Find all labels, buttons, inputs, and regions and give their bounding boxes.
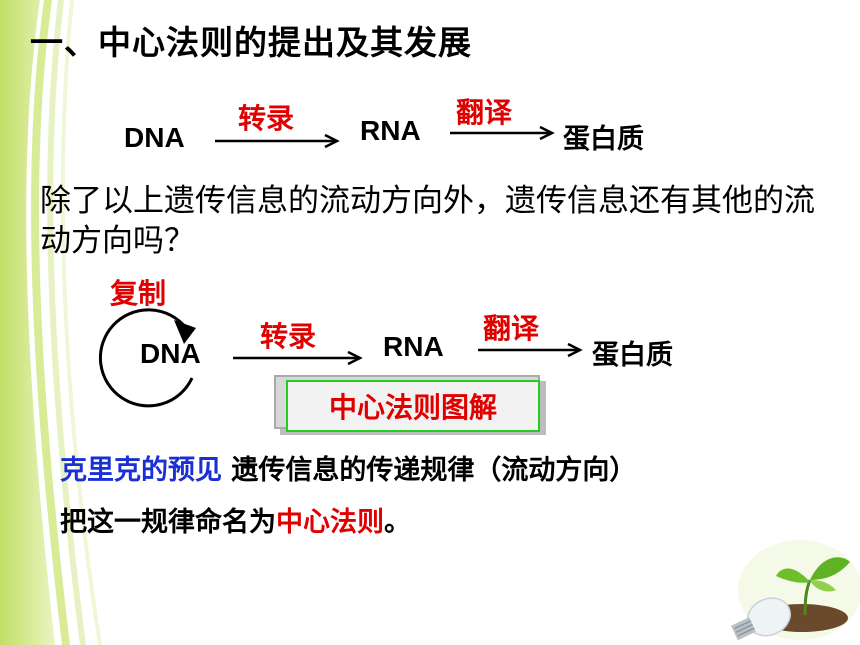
arrow-icon: [450, 125, 555, 141]
crick-prediction-text: 克里克的预见: [60, 455, 222, 486]
protein-node-1: 蛋白质: [563, 124, 644, 155]
translation-label-2: 翻译: [483, 312, 540, 345]
page-title: 一、中心法则的提出及其发展: [30, 23, 472, 62]
rna-node-1: RNA: [360, 115, 421, 146]
central-dogma-diagram-button[interactable]: 中心法则图解: [286, 380, 540, 432]
transcription-label-1: 转录: [238, 102, 295, 135]
rna-node-2: RNA: [383, 331, 444, 362]
arrow-icon: [215, 133, 340, 149]
prediction-line: 克里克的预见 遗传信息的传递规律（流动方向）: [60, 448, 636, 487]
naming-prefix-text: 把这一规律命名为: [60, 507, 276, 538]
transcription-label-2: 转录: [260, 320, 317, 353]
dna-node-2: DNA: [140, 338, 201, 369]
translation-label-1: 翻译: [456, 96, 513, 129]
lightbulb-sprout-icon: [731, 540, 860, 641]
protein-node-2: 蛋白质: [592, 340, 673, 371]
dna-node-1: DNA: [124, 122, 185, 153]
arrow-icon: [478, 342, 583, 358]
naming-line: 把这一规律命名为中心法则。: [60, 500, 411, 539]
left-green-decoration: [0, 0, 102, 645]
naming-suffix-text: 。: [384, 507, 411, 538]
rule-text: 遗传信息的传递规律（流动方向）: [222, 455, 637, 486]
question-text: 除了以上遗传信息的流动方向外，遗传信息还有其他的流动方向吗？: [40, 183, 815, 259]
arrow-icon: [233, 350, 363, 366]
replication-loop-arrow-icon: [98, 308, 196, 408]
central-dogma-text: 中心法则: [276, 507, 384, 538]
replication-label: 复制: [110, 277, 167, 310]
